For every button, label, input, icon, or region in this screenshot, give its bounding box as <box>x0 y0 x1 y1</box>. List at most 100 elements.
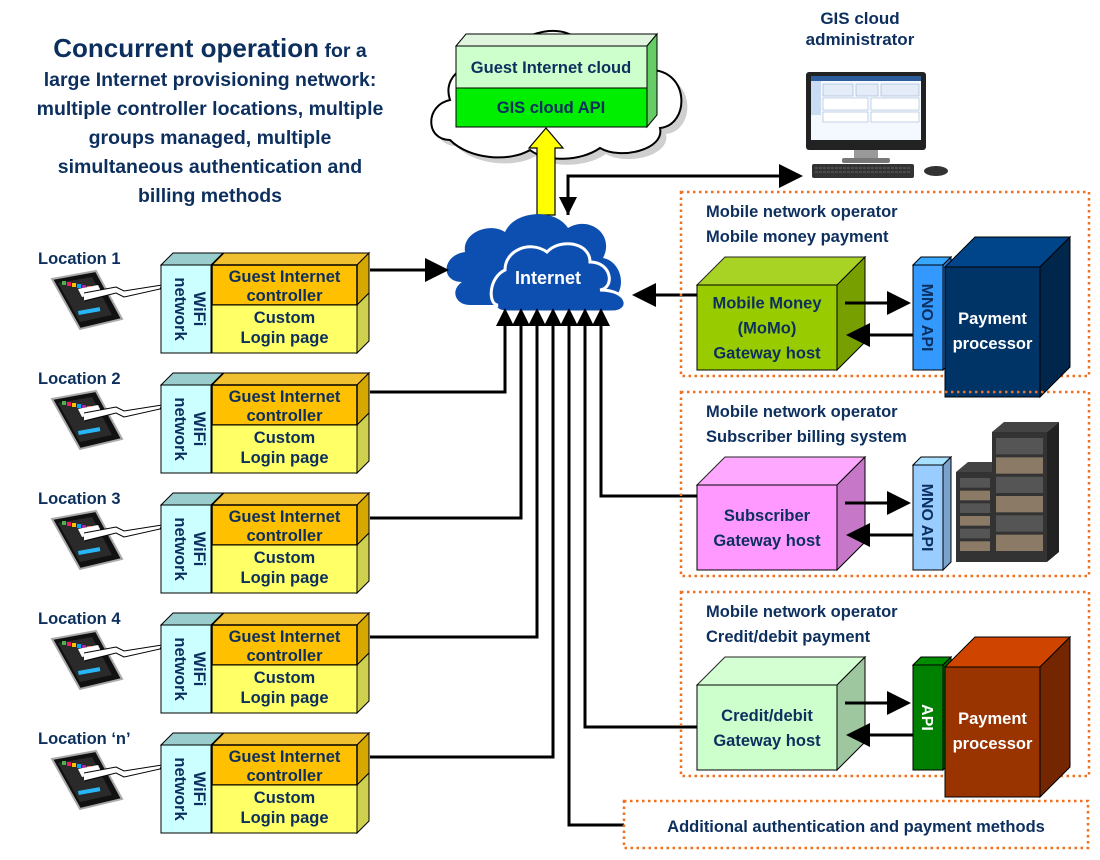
login-label: Login page <box>241 569 329 587</box>
controller-label: Guest Internet <box>229 748 341 766</box>
gateway-host-label: Subscriber <box>724 507 811 525</box>
subscriber-link <box>592 308 697 498</box>
operator-heading: Mobile network operator <box>706 603 898 621</box>
wifi-network-box <box>160 744 212 834</box>
wifi-label: network <box>171 277 189 341</box>
title-rest: for a <box>319 40 367 62</box>
operator-heading: Mobile network operator <box>706 203 898 221</box>
additional-methods-link <box>560 308 624 827</box>
gateway-host-box <box>696 484 838 571</box>
payment-processor-box <box>944 666 1041 798</box>
guest-internet-controller-box <box>211 264 358 306</box>
custom-login-page-box <box>211 304 358 354</box>
controller-label: Guest Internet <box>229 268 341 286</box>
wifi-label: network <box>171 517 189 581</box>
wifi-network-box <box>160 384 212 474</box>
smartphone-icon <box>50 629 163 691</box>
internet-cloud: Internet <box>446 214 627 314</box>
api-label: API <box>918 704 935 731</box>
guest-internet-controller-box <box>211 384 358 426</box>
login-label: Custom <box>254 669 315 687</box>
api-box <box>912 464 944 571</box>
smartphone-icon <box>50 389 163 451</box>
location-label: Location 3 <box>38 490 121 508</box>
operator-heading: Mobile network operator <box>706 403 898 421</box>
wifi-label: network <box>171 637 189 701</box>
credit-debit-link <box>576 308 697 729</box>
gis-cloud-api-label: GIS cloud API <box>497 99 605 117</box>
uplink-arrow <box>527 127 565 216</box>
location-label: Location ‘n’ <box>38 730 131 748</box>
controller-label: controller <box>246 287 323 305</box>
wifi-network-box <box>160 624 212 714</box>
gateway-host-label: Mobile Money <box>712 295 822 313</box>
controller-label: controller <box>246 527 323 545</box>
operator-panel-border <box>679 190 1091 378</box>
internet-label: Internet <box>515 268 581 288</box>
operator-subheading: Credit/debit payment <box>706 628 871 646</box>
guest-internet-controller-box <box>211 624 358 666</box>
gateway-host-label: Gateway host <box>713 532 821 550</box>
operator-panel-border <box>679 390 1091 578</box>
feed-lines <box>370 308 697 827</box>
api-label: MNO API <box>918 284 935 352</box>
controller-label: controller <box>246 647 323 665</box>
diagram-title: Concurrent operation for a large Interne… <box>10 34 410 211</box>
location-label: Location 1 <box>38 250 121 268</box>
controller-label: Guest Internet <box>229 508 341 526</box>
controller-label: Guest Internet <box>229 628 341 646</box>
location-label: Location 2 <box>38 370 121 388</box>
title-bold: Concurrent operation <box>53 33 320 63</box>
additional-methods-label: Additional authentication and payment me… <box>667 818 1045 836</box>
login-label: Custom <box>254 429 315 447</box>
api-box <box>912 664 944 771</box>
gateway-host-label: Credit/debit <box>721 707 813 725</box>
payment-processor-label: processor <box>953 735 1033 753</box>
gateway-host-label: Gateway host <box>713 732 821 750</box>
gis-cloud-box: Guest Internet cloud GIS cloud API <box>454 32 659 129</box>
location-4-link <box>370 308 546 639</box>
login-label: Custom <box>254 789 315 807</box>
operator-subheading: Mobile money payment <box>706 228 889 246</box>
wifi-network-box <box>160 264 212 354</box>
api-label: MNO API <box>918 484 935 552</box>
admin-label: GIS cloud administrator <box>805 9 915 49</box>
location-label: Location 4 <box>38 610 121 628</box>
smartphone-icon <box>50 269 163 331</box>
login-label: Login page <box>241 449 329 467</box>
wifi-label: WiFi <box>190 412 208 447</box>
controller-label: controller <box>246 407 323 425</box>
login-label: Login page <box>241 329 329 347</box>
keyboard <box>812 164 914 178</box>
guest-internet-controller-box <box>211 504 358 546</box>
gateway-host-label: Gateway host <box>713 345 821 363</box>
login-label: Login page <box>241 809 329 827</box>
login-label: Custom <box>254 549 315 567</box>
billing-server-icon <box>956 422 1059 562</box>
payment-processor-box <box>944 266 1041 398</box>
title-line: billing methods <box>137 185 283 207</box>
title-line: simultaneous authentication and <box>57 156 363 178</box>
custom-login-page-box <box>211 784 358 834</box>
title-line: multiple controller locations, multiple <box>36 98 384 120</box>
guest-internet-cloud-label: Guest Internet cloud <box>471 59 631 77</box>
operator-panel-border <box>679 590 1091 778</box>
gateway-host-box <box>696 284 838 371</box>
location-n-link <box>370 308 562 759</box>
location-3-link <box>370 308 530 520</box>
title-line: large Internet provisioning network: <box>43 69 377 91</box>
wifi-label: network <box>171 397 189 461</box>
custom-login-page-box <box>211 544 358 594</box>
gateway-host-label: (MoMo) <box>738 320 797 338</box>
title-line: groups managed, multiple <box>88 127 332 149</box>
controller-label: controller <box>246 767 323 785</box>
payment-processor-label: Payment <box>958 310 1027 328</box>
